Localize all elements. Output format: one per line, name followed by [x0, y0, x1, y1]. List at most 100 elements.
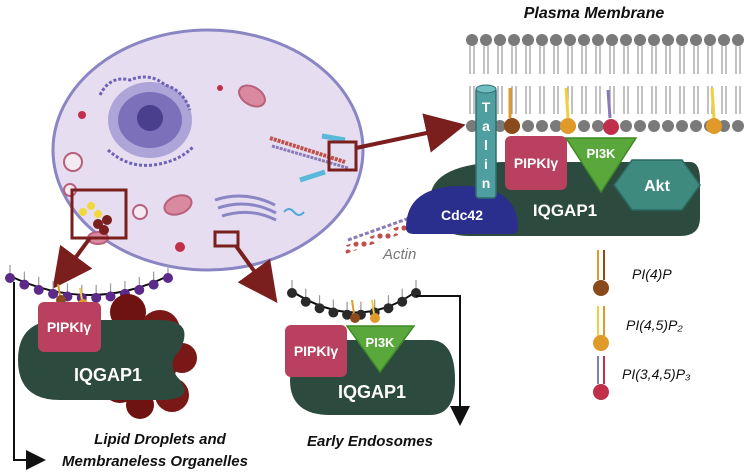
- talin-letter: n: [482, 175, 491, 191]
- phospholipid-head: [466, 120, 478, 132]
- phospholipid-head: [550, 34, 562, 46]
- pi45p2-tail: [564, 87, 570, 119]
- cell-actin-2: [271, 144, 349, 170]
- phospholipid-head: [718, 34, 730, 46]
- lipid-red-3: [99, 225, 109, 235]
- phospholipid-head: [578, 34, 590, 46]
- nucleolus: [137, 105, 163, 131]
- ee-pi4p: [350, 313, 360, 323]
- legend-pip3-label: PI(3,4,5)P₃: [622, 366, 691, 382]
- ee-pi45p2: [370, 313, 380, 323]
- plasma-membrane-panel: Plasma Membrane Actin IQGAP1 Cdc42: [343, 5, 744, 263]
- phospholipid-head: [494, 34, 506, 46]
- phospholipid-head: [648, 34, 660, 46]
- pi45p2-right-head: [706, 118, 722, 134]
- ee-lipid-head: [383, 303, 394, 314]
- phospholipid-head: [732, 34, 744, 46]
- pi3k-shape: [564, 137, 638, 194]
- pipki-shape: [505, 136, 567, 190]
- zoom-box-endosome: [213, 230, 240, 248]
- vesicle-4: [175, 242, 185, 252]
- phospholipid-head: [662, 120, 674, 132]
- ld-lipid-head: [163, 273, 173, 283]
- mitochondrion: [238, 84, 266, 108]
- ee-lipid-head: [300, 296, 311, 307]
- ld-bracket-arrow: [13, 282, 46, 470]
- legend-item-pi4p: PI(4)P: [593, 250, 672, 296]
- phospholipid-head: [704, 34, 716, 46]
- legend-pi45p2-label: PI(4,5)P₂: [626, 317, 683, 333]
- ee-bracket-arrow: [416, 295, 470, 426]
- membrane-pi45p2: [560, 87, 576, 134]
- membrane-pip3: [603, 89, 619, 135]
- phospholipid-head: [690, 34, 702, 46]
- lysosome-2: [217, 85, 223, 91]
- phospholipid-head: [578, 120, 590, 132]
- phospholipid-head: [592, 34, 604, 46]
- ld-pipki-label: PIPKIγ: [47, 319, 92, 335]
- ee-iqgap1-label: IQGAP1: [338, 382, 406, 402]
- arrow-to-lipid: [52, 236, 93, 289]
- iqgap1-label: IQGAP1: [533, 201, 597, 220]
- cell-actin: [269, 136, 346, 164]
- membrane-bilayer: [466, 34, 744, 132]
- ee-lipid-head: [328, 307, 339, 318]
- lipid-yellow: [79, 208, 87, 216]
- talin-letter: i: [484, 156, 488, 172]
- early-endosomes-title: Early Endosomes: [307, 433, 433, 450]
- cdc42-label: Cdc42: [441, 207, 483, 223]
- cell-filament: [321, 133, 346, 143]
- talin-top: [475, 84, 497, 94]
- phospholipid-head: [620, 34, 632, 46]
- endosome-panel: IQGAP1 PIPKIγ PI3K Early Endosomes: [285, 280, 470, 450]
- pi45p2-head: [560, 118, 576, 134]
- phospholipid-head: [466, 34, 478, 46]
- vesicle-3: [132, 204, 148, 220]
- ld-lipid-head: [148, 279, 159, 290]
- talin-letter: a: [482, 118, 490, 134]
- ld-pipki-shape: [38, 302, 101, 352]
- phospholipid-head: [648, 120, 660, 132]
- arrow-to-membrane: [355, 113, 466, 153]
- ld-lipid-head: [33, 284, 44, 295]
- ee-lipid-head: [287, 288, 297, 298]
- lipid-yellow-2: [87, 202, 95, 210]
- lipid-droplet-curve: [7, 274, 171, 296]
- legend-pi4p-head: [593, 280, 609, 296]
- talin-letter: T: [482, 99, 491, 115]
- ld-iqgap1-label: IQGAP1: [74, 365, 142, 385]
- phospholipid-head: [536, 120, 548, 132]
- talin-letter: l: [484, 137, 488, 153]
- lipid-yellow-3: [94, 210, 102, 218]
- golgi-3: [221, 210, 277, 222]
- phospholipid-head: [732, 120, 744, 132]
- lysosome: [78, 111, 86, 119]
- ld-lipid-head: [134, 284, 145, 295]
- legend: PI(4)P PI(4,5)P₂ PI(3,4,5)P₃: [593, 250, 691, 400]
- phospholipid-head: [536, 34, 548, 46]
- phospholipid-head: [550, 120, 562, 132]
- ee-lipid-head: [314, 303, 325, 314]
- pip3-head: [603, 119, 619, 135]
- phospholipid-head: [494, 120, 506, 132]
- legend-pi45p2-head: [593, 335, 609, 351]
- legend-pi4p-label: PI(4)P: [632, 266, 672, 282]
- phospholipid-head: [564, 34, 576, 46]
- endosome-monolayer: [287, 280, 421, 320]
- akt-label: Akt: [644, 178, 670, 195]
- zoom-box-lipid: [70, 188, 128, 240]
- phospholipid-head: [606, 34, 618, 46]
- vesicle: [63, 152, 83, 172]
- ld-lipid-head: [105, 291, 116, 302]
- lipid-droplet-panel: IQGAP1 PIPKIγ Lipid Droplets and Membran…: [5, 265, 248, 470]
- ld-lipid-head: [5, 273, 15, 283]
- mitochondrion-2: [163, 194, 193, 216]
- lipid-red-2: [102, 215, 112, 225]
- phospholipid-head: [676, 34, 688, 46]
- lipid-droplets-title-2: Membraneless Organelles: [62, 453, 248, 470]
- phospholipid-head: [592, 120, 604, 132]
- er-2: [106, 145, 195, 167]
